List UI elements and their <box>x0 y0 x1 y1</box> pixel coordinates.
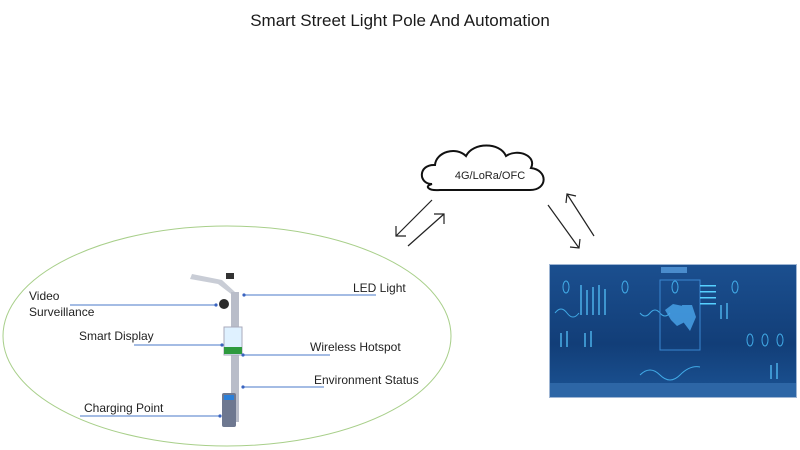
dashboard-header <box>661 267 687 273</box>
cloud-icon <box>420 144 545 192</box>
uplink-arrows-right <box>547 193 595 249</box>
leader-lines <box>70 294 376 417</box>
charging-unit <box>222 393 236 427</box>
label-video-surveillance-2: Surveillance <box>29 305 95 319</box>
street-light-pole <box>190 273 243 427</box>
uplink-arrows-left <box>395 199 445 247</box>
world-map <box>665 304 696 331</box>
dashboard-footer <box>550 383 796 397</box>
leader-dots <box>214 293 246 418</box>
camera-dome <box>219 299 229 309</box>
label-wireless-hotspot: Wireless Hotspot <box>310 340 401 354</box>
monitoring-dashboard <box>549 264 797 398</box>
dashboard-widgets <box>554 279 784 381</box>
label-video-surveillance-1: Video <box>29 289 60 303</box>
label-led-light: LED Light <box>353 281 406 295</box>
network-label: 4G/LoRa/OFC <box>454 170 526 182</box>
label-charging-point: Charging Point <box>84 401 164 415</box>
diagram-title: Smart Street Light Pole And Automation <box>250 11 550 30</box>
label-environment-status: Environment Status <box>314 373 419 387</box>
pole-boundary-ellipse <box>2 225 452 447</box>
label-smart-display: Smart Display <box>79 329 154 343</box>
